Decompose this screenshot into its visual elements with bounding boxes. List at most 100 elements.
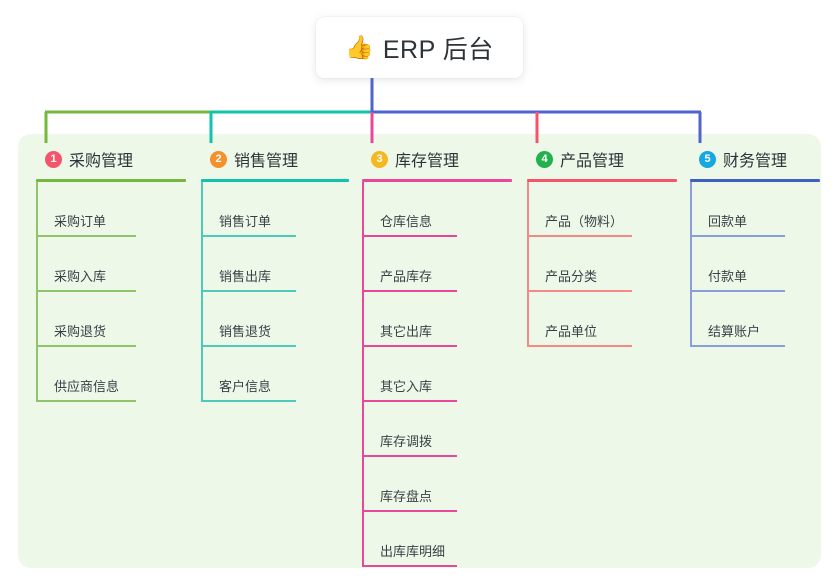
- column-badge-1: 1: [45, 150, 62, 168]
- column-header-4[interactable]: 4 产品管理: [527, 147, 677, 171]
- list-item-underline: [362, 235, 457, 237]
- list-item-label: 客户信息: [219, 379, 272, 394]
- column-badge-2: 2: [210, 150, 227, 168]
- list-item-label: 产品（物料）: [545, 214, 624, 229]
- list-item-label: 采购退货: [54, 324, 107, 339]
- list-item[interactable]: 库存调拨: [362, 402, 457, 457]
- list-item-underline: [36, 345, 136, 347]
- list-item-underline: [201, 345, 296, 347]
- column-underline-2: [201, 179, 349, 182]
- list-item-underline: [362, 400, 457, 402]
- list-item-label: 其它出库: [380, 324, 433, 339]
- list-item-underline: [527, 235, 632, 237]
- column-4: 4 产品管理产品（物料） 产品分类产品单位: [527, 147, 677, 347]
- list-item-underline: [36, 290, 136, 292]
- list-item-label: 销售订单: [219, 214, 272, 229]
- list-item-label: 产品分类: [545, 269, 598, 284]
- column-title-2: 销售管理: [234, 153, 299, 170]
- list-item[interactable]: 出库库明细: [362, 512, 457, 567]
- column-badge-5: 5: [699, 150, 716, 168]
- column-items-3: 仓库信息产品库存其它出库其它入库库存调拨库存盘点出库库明细: [362, 182, 512, 567]
- column-badge-4: 4: [536, 150, 553, 168]
- list-item-label: 产品单位: [545, 324, 598, 339]
- list-item[interactable]: 供应商信息: [36, 347, 136, 402]
- column-spine-2: [201, 182, 203, 402]
- list-item[interactable]: 采购订单: [36, 182, 136, 237]
- list-item[interactable]: 客户信息: [201, 347, 296, 402]
- list-item-label: 库存调拨: [380, 434, 433, 449]
- list-item[interactable]: 产品单位: [527, 292, 632, 347]
- column-title-3: 库存管理: [395, 153, 460, 170]
- list-item-underline: [36, 400, 136, 402]
- list-item[interactable]: 销售出库: [201, 237, 296, 292]
- list-item-label: 采购订单: [54, 214, 107, 229]
- column-header-2[interactable]: 2 销售管理: [201, 147, 349, 171]
- list-item[interactable]: 结算账户: [690, 292, 785, 347]
- list-item[interactable]: 仓库信息: [362, 182, 457, 237]
- list-item-underline: [201, 235, 296, 237]
- list-item[interactable]: 产品分类: [527, 237, 632, 292]
- root-node-content: 👍 ERP 后台: [345, 30, 494, 66]
- list-item[interactable]: 付款单: [690, 237, 785, 292]
- list-item-underline: [527, 345, 632, 347]
- list-item-label: 其它入库: [380, 379, 433, 394]
- list-item-underline: [527, 290, 632, 292]
- column-underline-1: [36, 179, 186, 182]
- column-3: 3 库存管理仓库信息产品库存其它出库其它入库库存调拨库存盘点出库库明细: [362, 147, 512, 567]
- column-badge-3: 3: [371, 150, 388, 168]
- list-item-label: 付款单: [708, 269, 748, 284]
- list-item[interactable]: 库存盘点: [362, 457, 457, 512]
- list-item-underline: [362, 565, 457, 567]
- list-item[interactable]: 采购入库: [36, 237, 136, 292]
- list-item-underline: [362, 345, 457, 347]
- list-item[interactable]: 销售订单: [201, 182, 296, 237]
- list-item-label: 回款单: [708, 214, 748, 229]
- root-node-card[interactable]: 👍 ERP 后台: [316, 17, 523, 78]
- list-item-label: 销售退货: [219, 324, 272, 339]
- list-item[interactable]: 其它出库: [362, 292, 457, 347]
- list-item-label: 销售出库: [219, 269, 272, 284]
- list-item-underline: [36, 235, 136, 237]
- list-item-underline: [201, 290, 296, 292]
- column-header-3[interactable]: 3 库存管理: [362, 147, 512, 171]
- column-2: 2 销售管理销售订单销售出库销售退货客户信息: [201, 147, 349, 402]
- diagram-panel: [18, 134, 821, 568]
- list-item-label: 供应商信息: [54, 379, 120, 394]
- column-underline-5: [690, 179, 820, 182]
- list-item-underline: [690, 235, 785, 237]
- list-item[interactable]: 销售退货: [201, 292, 296, 347]
- column-items-5: 回款单付款单结算账户: [690, 182, 820, 347]
- list-item[interactable]: 回款单: [690, 182, 785, 237]
- column-underline-4: [527, 179, 677, 182]
- list-item[interactable]: 采购退货: [36, 292, 136, 347]
- list-item-underline: [362, 510, 457, 512]
- list-item-label: 采购入库: [54, 269, 107, 284]
- column-items-4: 产品（物料） 产品分类产品单位: [527, 182, 677, 347]
- column-title-5: 财务管理: [723, 153, 788, 170]
- column-spine-5: [690, 182, 692, 347]
- column-header-5[interactable]: 5 财务管理: [690, 147, 820, 171]
- thumbs-up-icon: 👍: [345, 34, 374, 60]
- list-item-label: 结算账户: [708, 324, 761, 339]
- column-title-4: 产品管理: [560, 153, 625, 170]
- list-item-label: 仓库信息: [380, 214, 433, 229]
- list-item-underline: [362, 455, 457, 457]
- column-spine-1: [36, 182, 38, 402]
- list-item[interactable]: 其它入库: [362, 347, 457, 402]
- column-items-1: 采购订单采购入库采购退货供应商信息: [36, 182, 186, 402]
- column-spine-4: [527, 182, 529, 347]
- list-item[interactable]: 产品库存: [362, 237, 457, 292]
- list-item-underline: [201, 400, 296, 402]
- root-node-title: ERP 后台: [382, 35, 494, 64]
- column-5: 5 财务管理回款单付款单结算账户: [690, 147, 820, 347]
- list-item-label: 库存盘点: [380, 489, 433, 504]
- list-item[interactable]: 产品（物料）: [527, 182, 632, 237]
- list-item-underline: [690, 290, 785, 292]
- list-item-underline: [362, 290, 457, 292]
- column-underline-3: [362, 179, 512, 182]
- column-items-2: 销售订单销售出库销售退货客户信息: [201, 182, 349, 402]
